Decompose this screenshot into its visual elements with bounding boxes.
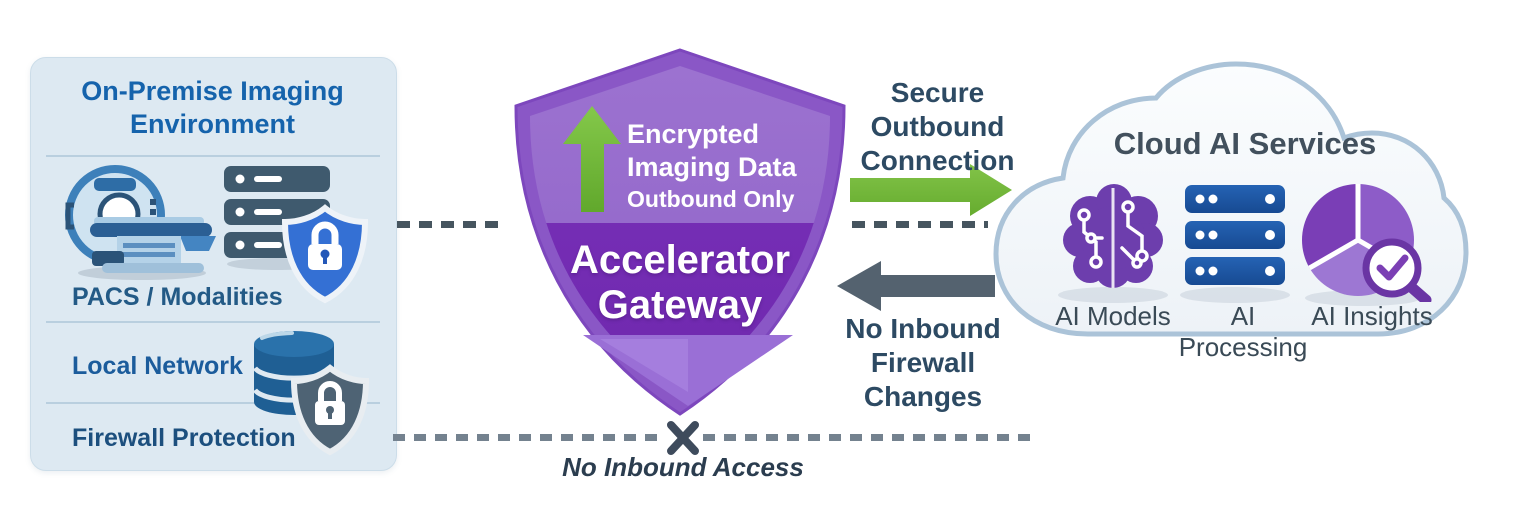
local-network-label: Local Network	[72, 352, 243, 380]
divider	[46, 402, 380, 404]
outbound-up-arrow-icon	[563, 106, 621, 212]
check-magnifier-icon	[1362, 238, 1432, 302]
ai-models-label: AI Models	[1055, 301, 1171, 331]
ai-insights-label: AI Insights	[1311, 301, 1433, 331]
secure-outbound-line2: Connection	[860, 145, 1015, 176]
on-premise-title: On-Premise Imaging Environment	[81, 76, 344, 139]
encrypted-line2: Imaging Data	[627, 152, 797, 182]
lock-shield-blue-icon	[281, 204, 369, 304]
gateway-name-line2: Gateway	[597, 283, 763, 327]
no-inbound-line2: Firewall Changes	[863, 347, 983, 412]
dashed-blocked-line-left	[393, 434, 665, 441]
dashed-link-panel-to-gateway	[397, 221, 505, 228]
dashed-link-gateway-to-cloud	[852, 221, 988, 228]
inbound-arrow-icon	[837, 261, 995, 311]
encrypted-line3: Outbound Only	[627, 186, 795, 212]
outbound-arrow-icon	[850, 164, 1012, 216]
gateway-shield-icon	[514, 48, 846, 416]
divider	[46, 321, 380, 323]
blocked-x-icon	[667, 421, 699, 455]
encrypted-data-caption: Encrypted Imaging Data Outbound Only	[627, 118, 797, 214]
lock-shield-gray-icon	[290, 364, 370, 456]
firewall-label: Firewall Protection	[72, 424, 296, 452]
no-inbound-caption: No Inbound Firewall Changes	[818, 312, 1028, 414]
ai-processing-label: AI Processing	[1178, 301, 1308, 362]
cloud-title: Cloud AI Services	[1113, 126, 1377, 161]
secure-outbound-line1: Secure Outbound	[870, 77, 1005, 142]
pie-chart-magnifier-icon	[1301, 184, 1432, 302]
ct-scanner-icon	[65, 165, 216, 280]
pacs-label: PACS / Modalities	[72, 283, 283, 311]
divider	[46, 155, 380, 157]
encrypted-line1: Encrypted	[627, 119, 760, 149]
secure-outbound-caption: Secure Outbound Connection	[835, 76, 1040, 178]
gateway-name: Accelerator Gateway	[500, 238, 860, 328]
pacs-server-icon	[224, 166, 369, 304]
ai-server-stack-icon	[1185, 185, 1285, 285]
brain-circuit-icon	[1063, 184, 1163, 288]
no-inbound-access-label: No Inbound Access	[562, 452, 804, 482]
dashed-blocked-line-right	[703, 434, 1033, 441]
local-network-database-icon	[252, 331, 370, 456]
gateway-name-line1: Accelerator	[569, 238, 791, 282]
no-inbound-line1: No Inbound	[845, 313, 1001, 344]
